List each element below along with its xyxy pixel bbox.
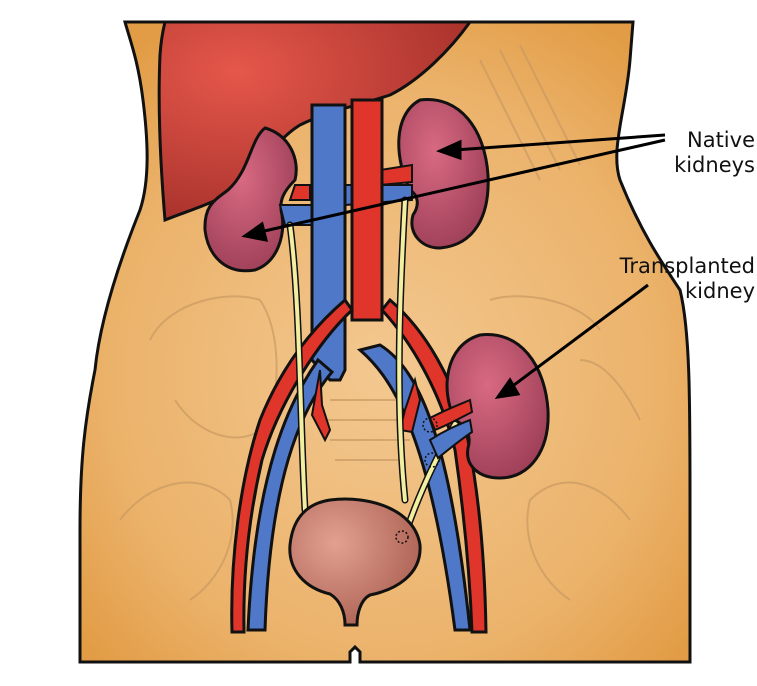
native-kidneys-label: Native kidneys bbox=[674, 128, 755, 178]
aorta bbox=[350, 98, 384, 322]
bladder bbox=[288, 497, 422, 627]
native-kidneys-label-line1: Native bbox=[687, 128, 755, 152]
native-kidney-left bbox=[203, 126, 298, 273]
transplanted-kidney-label-line1: Transplanted bbox=[619, 254, 755, 278]
pointer-lines bbox=[241, 133, 666, 400]
transplanted-kidney-label: Transplanted kidney bbox=[620, 254, 755, 304]
pelvis-outline bbox=[119, 44, 641, 601]
transplanted-kidney-label-line2: kidney bbox=[685, 279, 755, 303]
native-kidneys-label-line2: kidneys bbox=[674, 153, 755, 177]
transplanted-kidney bbox=[445, 333, 550, 480]
